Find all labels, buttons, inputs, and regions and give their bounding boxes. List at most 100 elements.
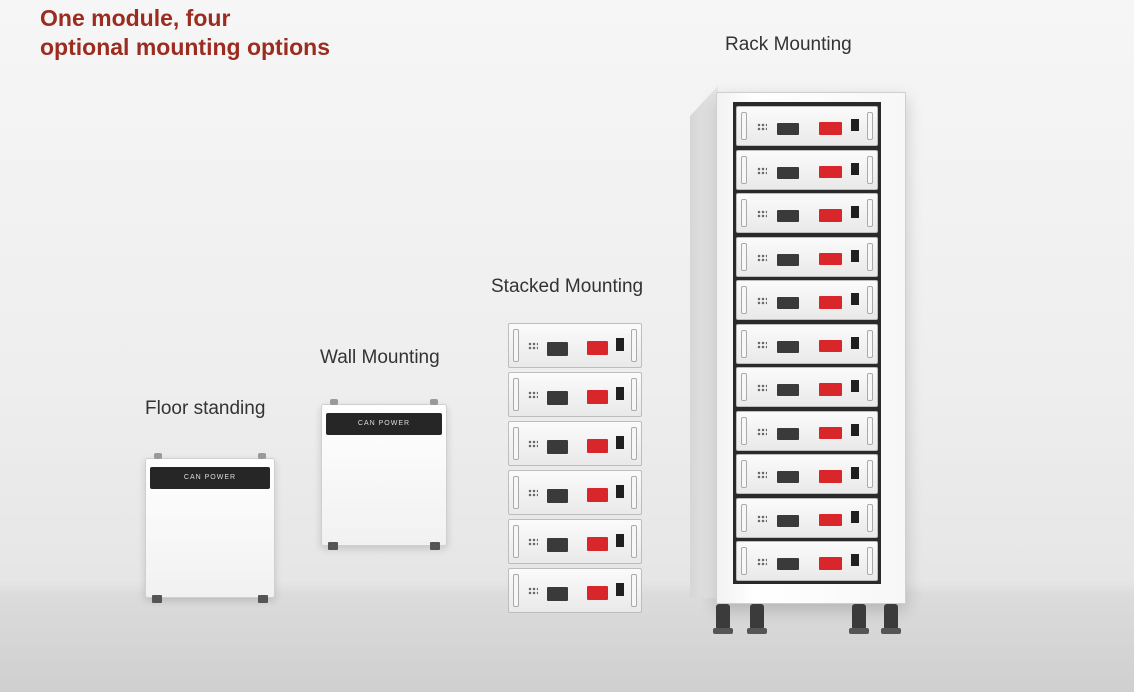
rack-module (736, 280, 878, 320)
floor-unit-foot-right (258, 595, 268, 603)
module-handle-left (741, 460, 747, 488)
module-port (850, 206, 860, 218)
module-port (850, 162, 860, 175)
module-port (850, 336, 860, 349)
rack-caster-4 (881, 604, 901, 634)
module-handle-right (631, 525, 637, 558)
module-port (850, 467, 860, 479)
module-dark-connector (776, 384, 800, 396)
rack-module (736, 497, 878, 538)
wall-unit-foot-left (328, 542, 338, 550)
module-handle-left (741, 199, 747, 227)
stacked-module (508, 568, 642, 613)
rack-module (736, 323, 878, 364)
module-handle-right (867, 199, 873, 227)
module-vent (527, 489, 538, 497)
rack-module (736, 106, 878, 146)
module-dark-connector (776, 340, 800, 353)
floor-standing-battery: CAN POWER (145, 453, 275, 603)
module-port (850, 554, 860, 566)
module-port (850, 293, 860, 305)
module-handle-left (513, 574, 519, 607)
wall-unit-brand-panel: CAN POWER (326, 413, 442, 435)
module-handle-left (513, 329, 519, 362)
rack-caster-3 (849, 604, 869, 634)
module-port (850, 380, 860, 392)
wall-unit-clip-right (430, 399, 438, 405)
module-vent (756, 471, 767, 479)
module-vent (756, 514, 767, 523)
module-handle-left (513, 427, 519, 460)
module-handle-right (631, 378, 637, 411)
rack-module (736, 367, 878, 407)
module-dark-connector (546, 587, 568, 601)
module-port (616, 337, 625, 351)
rack-module (736, 454, 878, 494)
module-handle-left (741, 286, 747, 314)
module-red-connector (819, 122, 843, 135)
floor-unit-foot-left (152, 595, 162, 603)
module-handle-right (867, 547, 873, 575)
rack-cabinet-side-panel (690, 86, 718, 598)
module-vent (527, 440, 538, 448)
module-port (616, 582, 625, 596)
module-vent (756, 123, 767, 131)
module-port (616, 386, 625, 400)
stacked-module (508, 421, 642, 466)
module-handle-left (741, 416, 747, 445)
module-port (850, 423, 860, 436)
module-handle-right (631, 476, 637, 509)
module-vent (756, 166, 767, 175)
stacked-module (508, 372, 642, 417)
module-dark-connector (546, 538, 568, 552)
module-red-connector (819, 209, 843, 222)
module-port (850, 249, 860, 262)
wall-mounted-battery: CAN POWER (321, 399, 447, 550)
floor-unit-clip-right (258, 453, 266, 459)
rack-caster-2 (747, 604, 767, 634)
module-dark-connector (546, 391, 568, 405)
floor-unit-clip-left (154, 453, 162, 459)
module-port (616, 435, 625, 449)
module-red-connector (819, 470, 843, 483)
module-dark-connector (546, 440, 568, 454)
module-handle-right (867, 155, 873, 184)
module-port (850, 119, 860, 131)
module-handle-left (513, 476, 519, 509)
module-vent (756, 427, 767, 436)
module-handle-right (867, 416, 873, 445)
module-red-connector (819, 165, 843, 179)
module-handle-left (741, 242, 747, 271)
module-handle-right (631, 427, 637, 460)
module-handle-right (867, 286, 873, 314)
module-vent (756, 210, 767, 218)
rack-module (736, 410, 878, 451)
stacked-module (508, 323, 642, 368)
rack-module (736, 236, 878, 277)
module-red-connector (819, 252, 843, 266)
wall-unit-foot-right (430, 542, 440, 550)
module-red-connector (586, 488, 609, 503)
module-red-connector (586, 439, 609, 454)
module-handle-right (867, 112, 873, 140)
module-dark-connector (546, 342, 568, 356)
module-red-connector (819, 339, 843, 353)
rack-module (736, 541, 878, 581)
module-dark-connector (776, 514, 800, 527)
module-vent (527, 391, 538, 399)
module-dark-connector (776, 210, 800, 222)
rack-module (736, 193, 878, 233)
module-vent (756, 558, 767, 566)
wall-unit-clip-left (330, 399, 338, 405)
module-red-connector (819, 557, 843, 570)
module-handle-right (631, 574, 637, 607)
module-dark-connector (776, 297, 800, 309)
module-vent (756, 384, 767, 392)
module-port (850, 510, 860, 523)
label-floor-standing: Floor standing (145, 398, 266, 419)
module-red-connector (586, 390, 609, 405)
module-red-connector (819, 383, 843, 396)
module-handle-left (513, 378, 519, 411)
headline-line-1: One module, four (40, 5, 231, 31)
page-headline: One module, four optional mounting optio… (40, 4, 330, 62)
